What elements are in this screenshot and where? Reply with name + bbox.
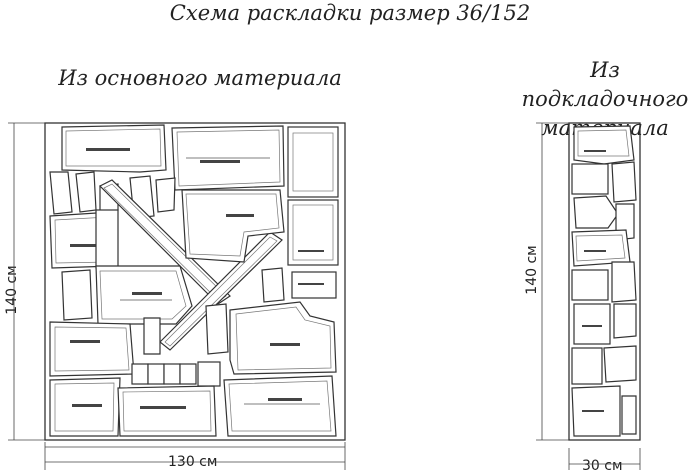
lining-heading-line1: Из подкладочного: [521, 58, 689, 111]
pattern-piece: [95, 209, 119, 269]
pattern-piece: [571, 347, 603, 385]
pattern-piece: [181, 189, 285, 263]
pattern-piece: [229, 301, 337, 375]
pattern-piece: [287, 126, 339, 198]
main-dimension-lines: [8, 122, 346, 470]
pattern-piece: [155, 177, 176, 213]
main-pattern-pieces: [49, 124, 339, 437]
pattern-piece: [147, 363, 165, 385]
main-material-heading: Из основного материала: [58, 66, 342, 90]
pattern-piece: [49, 171, 73, 215]
pattern-piece: [261, 267, 285, 303]
pattern-piece: [117, 385, 217, 437]
main-fabric-outline: [44, 122, 346, 441]
pattern-piece: [197, 361, 221, 387]
pattern-piece: [603, 345, 637, 383]
pattern-piece: [163, 363, 181, 385]
pattern-piece: [621, 395, 637, 435]
pattern-piece: [613, 303, 637, 339]
pattern-piece: [571, 269, 609, 301]
pattern-piece: [75, 171, 97, 213]
pattern-piece: [98, 179, 231, 305]
pattern-piece: [611, 261, 637, 303]
lining-width-label: 30 см: [582, 458, 623, 474]
pattern-piece: [159, 231, 283, 351]
pattern-piece: [205, 303, 229, 355]
lining-pattern-pieces: [571, 125, 637, 437]
pattern-piece: [131, 363, 149, 385]
pattern-piece: [143, 317, 161, 355]
pattern-piece: [573, 195, 619, 229]
pattern-piece: [573, 303, 611, 345]
pattern-piece: [611, 161, 637, 203]
pattern-piece: [179, 363, 197, 385]
pattern-piece: [61, 269, 93, 321]
pattern-piece: [573, 125, 635, 165]
pattern-piece: [571, 163, 609, 195]
lining-dimension-lines: [536, 122, 641, 470]
lining-fabric-outline: [568, 122, 641, 441]
pattern-piece: [287, 199, 339, 266]
pattern-piece: [223, 375, 337, 437]
page-title: Схема раскладки размер 36/152: [169, 1, 531, 25]
pattern-piece: [49, 321, 135, 377]
